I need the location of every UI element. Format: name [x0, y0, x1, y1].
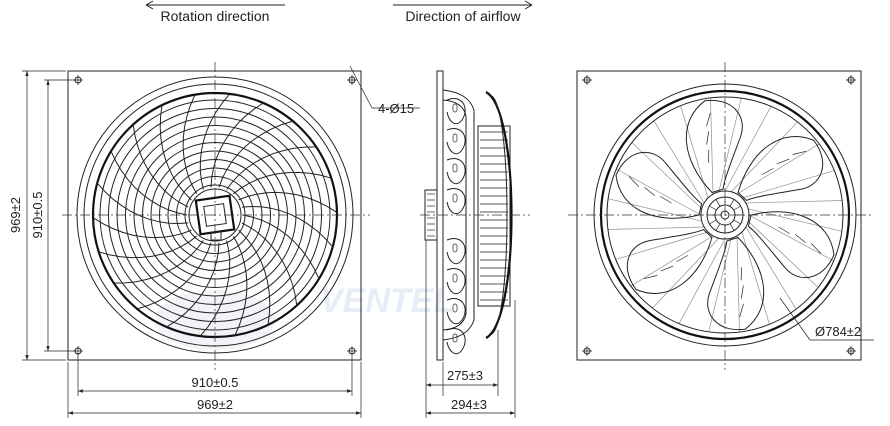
hole-note-label: 4-Ø15: [378, 101, 414, 116]
airflow-direction-label: Direction of airflow: [405, 8, 521, 24]
airflow-arrow-head: [524, 0, 533, 10]
width-outer-label: 969±2: [197, 397, 233, 412]
hole-leader-line: [349, 65, 373, 109]
mounting-plate-outline: [67, 70, 362, 361]
motor-cooling-fins: [480, 131, 508, 301]
side-view-dimensions: 275±3 294±3: [425, 240, 516, 418]
rear-guard-rings: [607, 97, 843, 333]
diameter-label: Ø784±2: [815, 324, 861, 339]
height-inner-label: 910±0.5: [30, 192, 45, 239]
rear-view: Ø784±2: [568, 62, 874, 370]
front-view-dimensions: 969±2 910±0.5 910±0.5 969±2 4-Ø15: [8, 65, 420, 418]
rear-corner-holes: [582, 75, 856, 356]
grille-spokes: [92, 93, 338, 337]
side-impeller-blades: [446, 98, 466, 355]
rotation-direction-label-group: Rotation direction: [145, 0, 285, 24]
impeller-blades: [615, 99, 835, 331]
depth-outer-label: 294±3: [451, 397, 487, 412]
airflow-direction-label-group: Direction of airflow: [393, 0, 533, 24]
height-outer-label: 969±2: [8, 197, 23, 233]
rotation-direction-label: Rotation direction: [161, 8, 270, 24]
svg-text:VENTEL: VENTEL: [320, 282, 454, 320]
motor-body: [477, 125, 511, 307]
corner-holes: [73, 75, 357, 356]
depth-inner-label: 275±3: [447, 368, 483, 383]
rotation-arrow-head: [145, 0, 154, 10]
watermark-logo: VENTEL: [155, 282, 454, 350]
side-view: [420, 70, 530, 361]
width-inner-label: 910±0.5: [192, 375, 239, 390]
front-view: [62, 62, 370, 370]
rear-plate-outline: [576, 70, 862, 361]
diameter-leader-line: [779, 297, 811, 341]
